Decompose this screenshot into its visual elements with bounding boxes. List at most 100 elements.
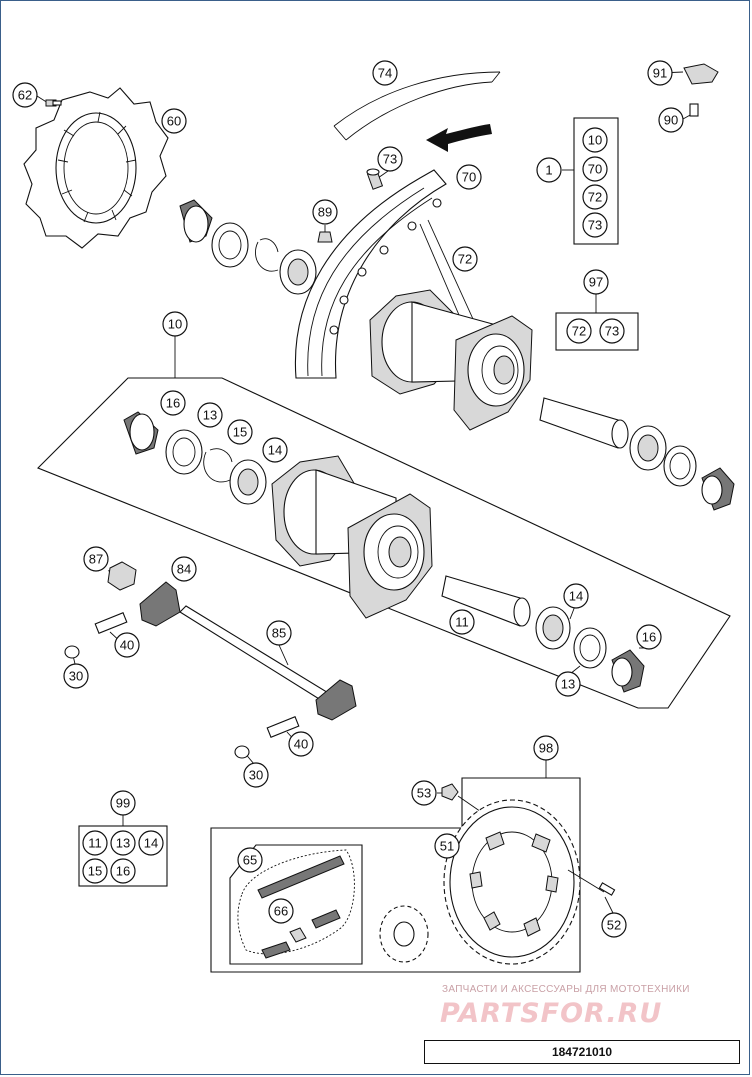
svg-text:40: 40 (120, 638, 134, 653)
svg-text:14: 14 (268, 443, 282, 458)
callout-98: 98 (533, 735, 559, 761)
svg-text:87: 87 (89, 552, 103, 567)
callout-14-lower: 14 (563, 583, 589, 609)
svg-text:74: 74 (378, 66, 392, 81)
callout-74: 74 (372, 60, 398, 86)
svg-text:65: 65 (243, 853, 257, 868)
kit-99-box (78, 825, 168, 887)
hub-assembly-illustration (123, 411, 645, 693)
rear-sprocket-illustration (441, 783, 616, 965)
svg-text:99: 99 (116, 796, 130, 811)
svg-text:1: 1 (545, 163, 552, 178)
callout-40-upper: 40 (114, 632, 140, 658)
svg-text:72: 72 (458, 252, 472, 267)
top-bearings-illustration (179, 199, 317, 295)
kit-97-item-73: 73 (599, 318, 625, 344)
callout-89: 89 (312, 199, 338, 225)
kit-1-box (573, 117, 619, 245)
callout-15: 15 (227, 419, 253, 445)
svg-text:73: 73 (605, 324, 619, 339)
top-hub-illustration (369, 289, 533, 431)
callout-13-lower: 13 (555, 671, 581, 697)
hub-assembly-outline (37, 377, 731, 709)
callout-53: 53 (411, 780, 437, 806)
svg-text:13: 13 (116, 836, 130, 851)
svg-text:52: 52 (607, 918, 621, 933)
callout-30-lower: 30 (243, 762, 269, 788)
svg-text:98: 98 (539, 741, 553, 756)
watermark-caption: ЗАПЧАСТИ И АКСЕССУАРЫ ДЛЯ МОТОТЕХНИКИ (442, 984, 690, 995)
callout-85: 85 (266, 620, 292, 646)
svg-text:10: 10 (168, 317, 182, 332)
valve-cap-illustration (683, 63, 719, 117)
kit-1-item-10: 10 (582, 127, 608, 153)
kit-97-item-72: 72 (566, 318, 592, 344)
svg-text:89: 89 (318, 205, 332, 220)
callout-51: 51 (434, 833, 460, 859)
callout-87: 87 (83, 546, 109, 572)
kit-1-item-70: 70 (582, 156, 608, 182)
callout-72: 72 (452, 246, 478, 272)
svg-text:15: 15 (88, 864, 102, 879)
callout-60: 60 (161, 108, 187, 134)
kit-99-item-11: 11 (82, 830, 108, 856)
svg-text:14: 14 (144, 836, 158, 851)
kit-1-item-72: 72 (582, 184, 608, 210)
svg-text:91: 91 (653, 66, 667, 81)
svg-text:72: 72 (588, 190, 602, 205)
callout-73: 73 (377, 146, 403, 172)
rim-illustration (294, 71, 501, 379)
brake-disc-illustration (23, 87, 169, 249)
svg-text:70: 70 (588, 162, 602, 177)
kit-1-item-73: 73 (582, 212, 608, 238)
svg-text:16: 16 (642, 630, 656, 645)
callout-97: 97 (583, 269, 609, 295)
svg-text:62: 62 (18, 88, 32, 103)
svg-text:90: 90 (664, 113, 678, 128)
svg-text:13: 13 (203, 408, 217, 423)
svg-text:73: 73 (588, 218, 602, 233)
kit-99-item-16: 16 (110, 858, 136, 884)
callout-62: 62 (12, 82, 38, 108)
svg-text:84: 84 (177, 562, 191, 577)
kit-99-item-14: 14 (138, 830, 164, 856)
svg-text:51: 51 (440, 839, 454, 854)
callout-65: 65 (237, 847, 263, 873)
callout-70: 70 (456, 164, 482, 190)
kit-99-item-15: 15 (82, 858, 108, 884)
svg-text:97: 97 (589, 275, 603, 290)
direction-arrow (426, 124, 492, 152)
valve-illustration (317, 168, 384, 243)
callout-16-upper: 16 (160, 390, 186, 416)
callout-66: 66 (268, 898, 294, 924)
callout-91: 91 (647, 60, 673, 86)
right-bearings-illustration (539, 397, 735, 511)
callout-1: 1 (536, 157, 562, 183)
chain-illustration (237, 849, 429, 963)
svg-text:66: 66 (274, 904, 288, 919)
svg-text:30: 30 (69, 669, 83, 684)
svg-text:73: 73 (383, 152, 397, 167)
callout-11: 11 (449, 609, 475, 635)
kit-99-item-13: 13 (110, 830, 136, 856)
svg-text:11: 11 (455, 615, 469, 630)
svg-text:40: 40 (294, 737, 308, 752)
diagram-code: 184721010 (424, 1040, 740, 1064)
svg-text:13: 13 (561, 677, 575, 692)
callout-40-lower: 40 (288, 731, 314, 757)
callout-16-lower: 16 (636, 624, 662, 650)
svg-text:16: 16 (166, 396, 180, 411)
watermark-logo: PARTSFOR.RU (440, 998, 663, 1029)
callout-13-upper: 13 (197, 402, 223, 428)
axle-illustration (64, 561, 357, 759)
callout-84: 84 (171, 556, 197, 582)
callout-99: 99 (110, 790, 136, 816)
callout-52: 52 (601, 912, 627, 938)
svg-text:53: 53 (417, 786, 431, 801)
callout-10: 10 (162, 311, 188, 337)
svg-text:15: 15 (233, 425, 247, 440)
svg-text:30: 30 (249, 768, 263, 783)
svg-text:60: 60 (167, 114, 181, 129)
